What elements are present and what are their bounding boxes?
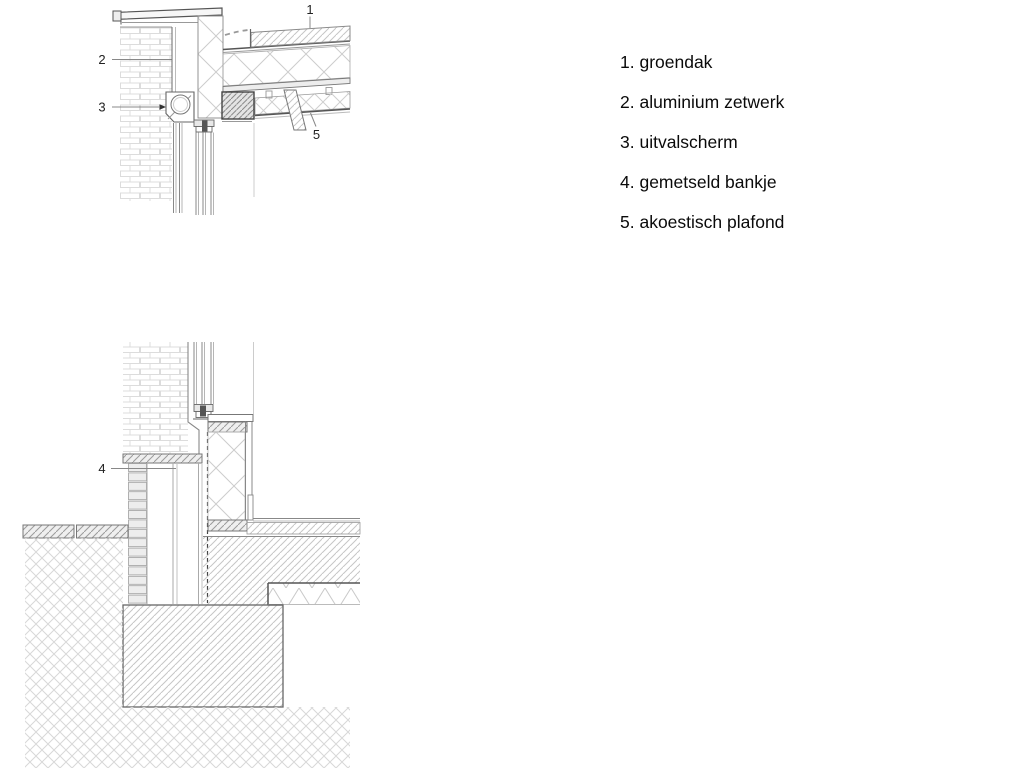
awning-roller-housing: [159, 91, 195, 123]
brick-veneer: [120, 26, 176, 201]
ceiling-strut: [283, 89, 307, 131]
window-frame-lower: [193, 342, 254, 420]
wall-insulation-column: [197, 15, 224, 119]
brick-veneer-lower: [123, 342, 200, 454]
bench-masonry-courses: [128, 463, 147, 604]
legend-item-groendak: 1. groendak: [620, 52, 713, 72]
suspended-acoustic-ceiling: [254, 87, 351, 119]
callout-1-groendak: 1: [306, 2, 313, 17]
callout-5-plafond: 5: [313, 127, 320, 142]
window-glazing-lines: [173, 123, 255, 215]
cavity-lines-lower: [146, 432, 209, 604]
plinth-detail-drawing: 4: [22, 342, 361, 768]
sill-board: [122, 453, 203, 464]
coping-flashing: [112, 7, 223, 25]
pavement-tiles: [22, 524, 129, 539]
masonry-bench-box: [207, 414, 254, 532]
leader-arrowhead: [159, 104, 166, 110]
legend: 1. groendak 2. aluminium zetwerk 3. uitv…: [620, 42, 784, 242]
ground-hatch: [25, 538, 350, 768]
plinth-callouts: 4: [98, 461, 176, 476]
window-head-frame: [193, 119, 215, 133]
roof-callouts: 1 2 3 5: [98, 2, 320, 142]
legend-item-uitvalscherm: 3. uitvalscherm: [620, 132, 738, 152]
callout-2-zetwerk: 2: [98, 52, 105, 67]
green-roof-assembly: [222, 25, 351, 93]
callout-4-bankje: 4: [98, 461, 105, 476]
callout-3-uitvalscherm: 3: [98, 100, 105, 115]
roof-detail-drawing: 1 2 3 5: [98, 2, 351, 215]
legend-item-gemetseld-bankje: 4. gemetseld bankje: [620, 172, 777, 192]
legend-item-akoestisch-plafond: 5. akoestisch plafond: [620, 212, 785, 232]
roof-edge-block: [221, 91, 255, 122]
legend-item-aluminium-zetwerk: 2. aluminium zetwerk: [620, 92, 785, 112]
floor-assembly: [123, 518, 361, 707]
